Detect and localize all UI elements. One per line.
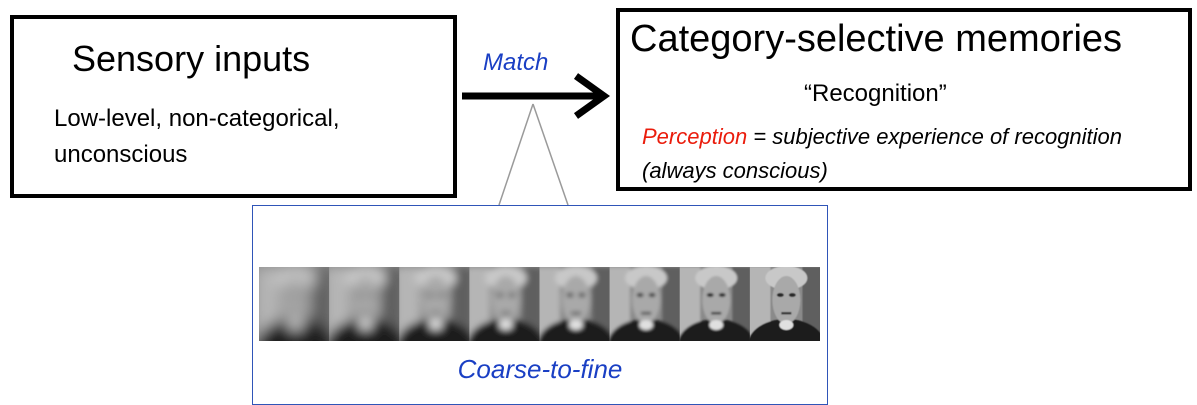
perception-term: Perception [642,124,748,149]
face-frame [609,267,681,341]
face-frame [469,267,540,341]
match-arrow-head [573,73,611,119]
memory-title: Category-selective memories [630,18,1123,60]
perception-rest: = subjective experience of recognition (… [642,124,1123,183]
face-frame [329,267,400,341]
callout-line-left [498,103,534,206]
match-label: Match [483,49,549,76]
category-memories-box: Category-selective memories “Recognition… [616,8,1192,191]
face-frame [679,267,751,341]
sensory-inputs-box: Sensory inputs Low-level, non-categorica… [10,15,457,198]
coarse-to-fine-label: Coarse-to-fine [457,354,623,384]
perception-definition: Perception = subjective experience of re… [642,120,1192,188]
callout-line-right [532,103,569,206]
face-blur-strip [259,267,820,341]
face-frame [539,267,611,341]
face-frame [259,267,330,341]
sensory-description: Low-level, non-categorical, unconscious [54,105,340,168]
face-frame [399,267,470,341]
sensory-title: Sensory inputs [72,38,311,79]
recognition-label: “Recognition” [804,80,947,107]
coarse-to-fine-box: Coarse-to-fine [252,205,828,405]
face-frame [749,267,820,341]
